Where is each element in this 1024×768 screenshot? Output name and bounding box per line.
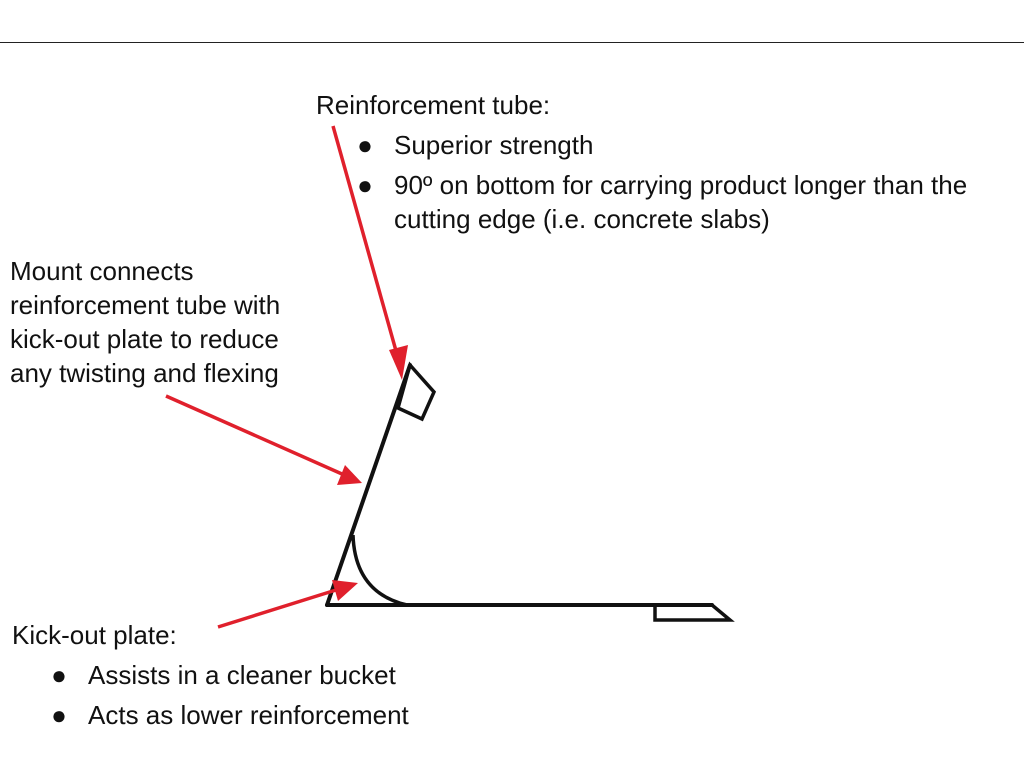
- list-item: ● Superior strength: [356, 128, 1016, 162]
- kick-out-plate-callout: Kick-out plate: ● Assists in a cleaner b…: [12, 618, 532, 732]
- reinforcement-bullet-text: 90º on bottom for carrying product longe…: [394, 170, 968, 234]
- arrowhead-mount: [337, 465, 362, 485]
- list-item: ● 90º on bottom for carrying product lon…: [356, 168, 1016, 236]
- list-item: ● Assists in a cleaner bucket: [50, 658, 532, 692]
- bullet-icon: ●: [357, 130, 373, 160]
- mount-text-line: any twisting and flexing: [10, 358, 279, 388]
- reinforcement-tube-shape: [395, 361, 437, 422]
- top-divider-line: [0, 42, 1024, 43]
- arrowhead-reinforcement-tube: [389, 345, 408, 380]
- reinforcement-tube-bullet-list: ● Superior strength ● 90º on bottom for …: [356, 128, 1016, 236]
- kick-out-bullet-text: Acts as lower reinforcement: [88, 700, 409, 730]
- arrow-kick-out-plate: [217, 588, 337, 629]
- reinforcement-tube-callout: Reinforcement tube: ● Superior strength …: [316, 88, 1016, 236]
- arrow-reinforcement-tube: [331, 125, 400, 359]
- bullet-icon: ●: [357, 170, 373, 200]
- bullet-icon: ●: [51, 660, 67, 690]
- mount-text-line: Mount connects: [10, 256, 194, 286]
- arrow-mount: [165, 394, 343, 476]
- bullet-icon: ●: [51, 700, 67, 730]
- mount-callout: Mount connects reinforcement tube with k…: [10, 254, 330, 390]
- kick-out-plate-title: Kick-out plate:: [12, 620, 177, 650]
- mount-text-line: kick-out plate to reduce: [10, 324, 279, 354]
- cutting-edge-tip: [653, 603, 735, 622]
- kick-out-plate-bullet-list: ● Assists in a cleaner bucket ● Acts as …: [50, 658, 532, 732]
- mount-text-line: reinforcement tube with: [10, 290, 281, 320]
- list-item: ● Acts as lower reinforcement: [50, 698, 532, 732]
- kick-out-bullet-text: Assists in a cleaner bucket: [88, 660, 396, 690]
- bucket-back-wall: [325, 363, 412, 607]
- reinforcement-bullet-text: Superior strength: [394, 130, 594, 160]
- kick-out-plate-shape: [351, 534, 408, 607]
- reinforcement-tube-title: Reinforcement tube:: [316, 90, 551, 120]
- arrowhead-kick-out-plate: [332, 580, 358, 601]
